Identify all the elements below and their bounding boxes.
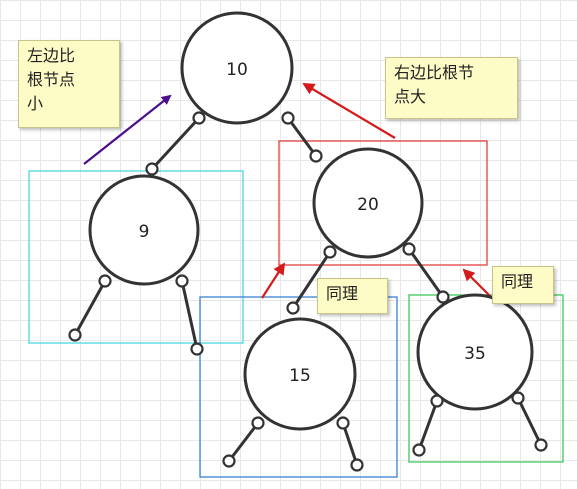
node-label: 35 bbox=[464, 344, 486, 364]
connector-dot bbox=[145, 162, 159, 176]
tree-edges bbox=[73, 116, 543, 467]
node-label: 10 bbox=[226, 60, 248, 80]
connector-dot bbox=[190, 342, 204, 356]
connector-dot bbox=[98, 274, 112, 288]
arrow-right-note bbox=[302, 82, 396, 139]
edge-20-15 bbox=[291, 250, 332, 310]
connector-dot bbox=[281, 111, 295, 125]
connector-dot bbox=[511, 391, 525, 405]
connector-dot bbox=[534, 438, 548, 452]
arrow-right-lower-note bbox=[462, 268, 492, 298]
note-same-logic-middle: 同理 bbox=[317, 278, 388, 314]
connector-dot bbox=[412, 443, 426, 457]
node-35: 35 bbox=[416, 293, 534, 411]
edge-20-35 bbox=[407, 247, 445, 299]
edge-10-20 bbox=[286, 116, 318, 158]
connector-dot bbox=[323, 245, 337, 259]
edge-9-right-leaf bbox=[180, 279, 199, 351]
node-label: 15 bbox=[289, 366, 311, 386]
node-label: 20 bbox=[357, 195, 379, 215]
node-10: 10 bbox=[180, 11, 294, 125]
left-subtree-box bbox=[28, 170, 244, 344]
connector-dot bbox=[350, 458, 364, 472]
edge-10-9 bbox=[150, 116, 201, 171]
connector-dots bbox=[68, 111, 548, 472]
connector-dot bbox=[309, 149, 323, 163]
node-9: 9 bbox=[88, 174, 200, 286]
connector-dot bbox=[436, 290, 450, 304]
edge-9-left-leaf bbox=[73, 279, 107, 337]
edge-15-right-leaf bbox=[341, 421, 359, 467]
connector-dot bbox=[68, 328, 82, 342]
node-15: 15 bbox=[243, 317, 357, 431]
edge-35-right-leaf bbox=[516, 396, 543, 447]
connector-dot bbox=[175, 274, 189, 288]
arrow-left-note bbox=[83, 94, 172, 165]
connector-dot bbox=[430, 394, 444, 408]
edge-35-left-leaf bbox=[417, 399, 439, 452]
connector-dot bbox=[402, 242, 416, 256]
edge-15-left-leaf bbox=[227, 421, 260, 463]
connector-dot bbox=[222, 454, 236, 468]
right-subtree-box bbox=[278, 140, 488, 266]
note-left-smaller: 左边比 根节点 小 bbox=[18, 40, 120, 128]
arrow-middle-note bbox=[261, 262, 286, 299]
node-label: 9 bbox=[139, 222, 150, 242]
connector-dot bbox=[336, 416, 350, 430]
connector-dot bbox=[286, 301, 300, 315]
node-20: 20 bbox=[312, 147, 424, 259]
connector-dot bbox=[251, 416, 265, 430]
connector-dot bbox=[192, 111, 206, 125]
note-right-larger: 右边比根节 点大 bbox=[385, 57, 518, 119]
note-same-logic-right: 同理 bbox=[492, 266, 554, 304]
